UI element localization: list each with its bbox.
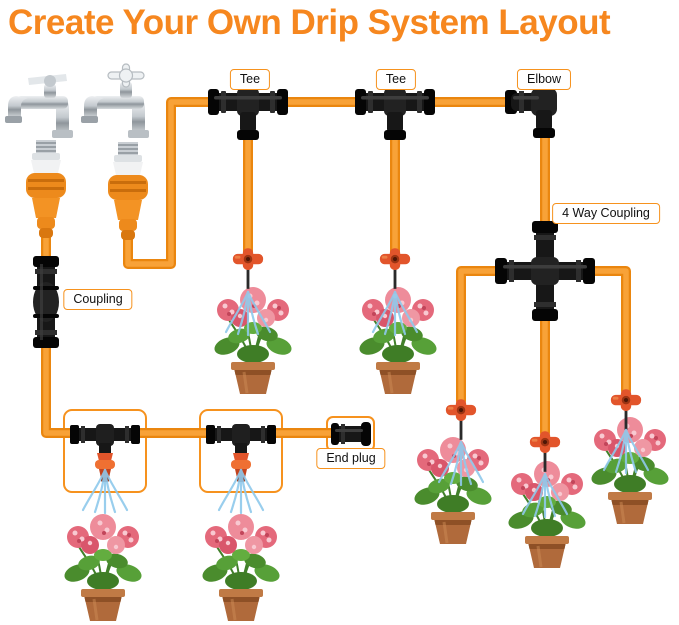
- potted-flower-icon: [410, 435, 496, 546]
- hose-quick-connector-icon: [108, 142, 148, 240]
- potted-flower-icon: [198, 512, 284, 623]
- garden-faucet-icon: [80, 63, 150, 139]
- tube-stroke-inner: [43, 235, 348, 436]
- tube-stroke-inner: [125, 99, 548, 267]
- dripper-emitter-icon: [445, 399, 477, 440]
- hose-quick-connector-icon: [26, 140, 66, 238]
- label-elbow: Elbow: [516, 69, 572, 90]
- tee-fitting-icon: [355, 88, 435, 140]
- page-title: Create Your Own Drip System Layout: [8, 3, 611, 42]
- tube-stroke-outer: [456, 266, 507, 406]
- potted-flower-icon: [587, 415, 673, 526]
- tee-fitting-icon: [208, 88, 288, 140]
- tube-4way-right-arm: [583, 266, 631, 396]
- potted-flower-icon: [355, 285, 441, 396]
- tube-stroke-outer: [583, 266, 631, 396]
- label-coupling: Coupling: [63, 289, 133, 310]
- garden-faucet-icon: [5, 74, 73, 138]
- potted-flower-icon: [60, 512, 146, 623]
- tube-main-run: [123, 97, 550, 269]
- tube-stroke-inner: [585, 268, 629, 394]
- coupling-icon: [33, 256, 59, 348]
- four-way-coupling-icon: [495, 221, 595, 321]
- elbow-fitting-icon: [505, 88, 557, 138]
- tube-stroke-outer: [41, 233, 350, 438]
- label-end-plug: End plug: [316, 448, 386, 469]
- dripper-emitter-icon: [379, 248, 411, 289]
- label-tee-1: Tee: [229, 69, 271, 90]
- tube-stroke-inner: [458, 268, 505, 404]
- tube-left-run: [41, 233, 350, 438]
- label-tee-2: Tee: [375, 69, 417, 90]
- dripper-emitter-icon: [232, 248, 264, 289]
- tube-stroke-outer: [123, 97, 550, 269]
- label-4-way-coupling: 4 Way Coupling: [552, 203, 660, 224]
- tube-4way-left-arm: [456, 266, 507, 406]
